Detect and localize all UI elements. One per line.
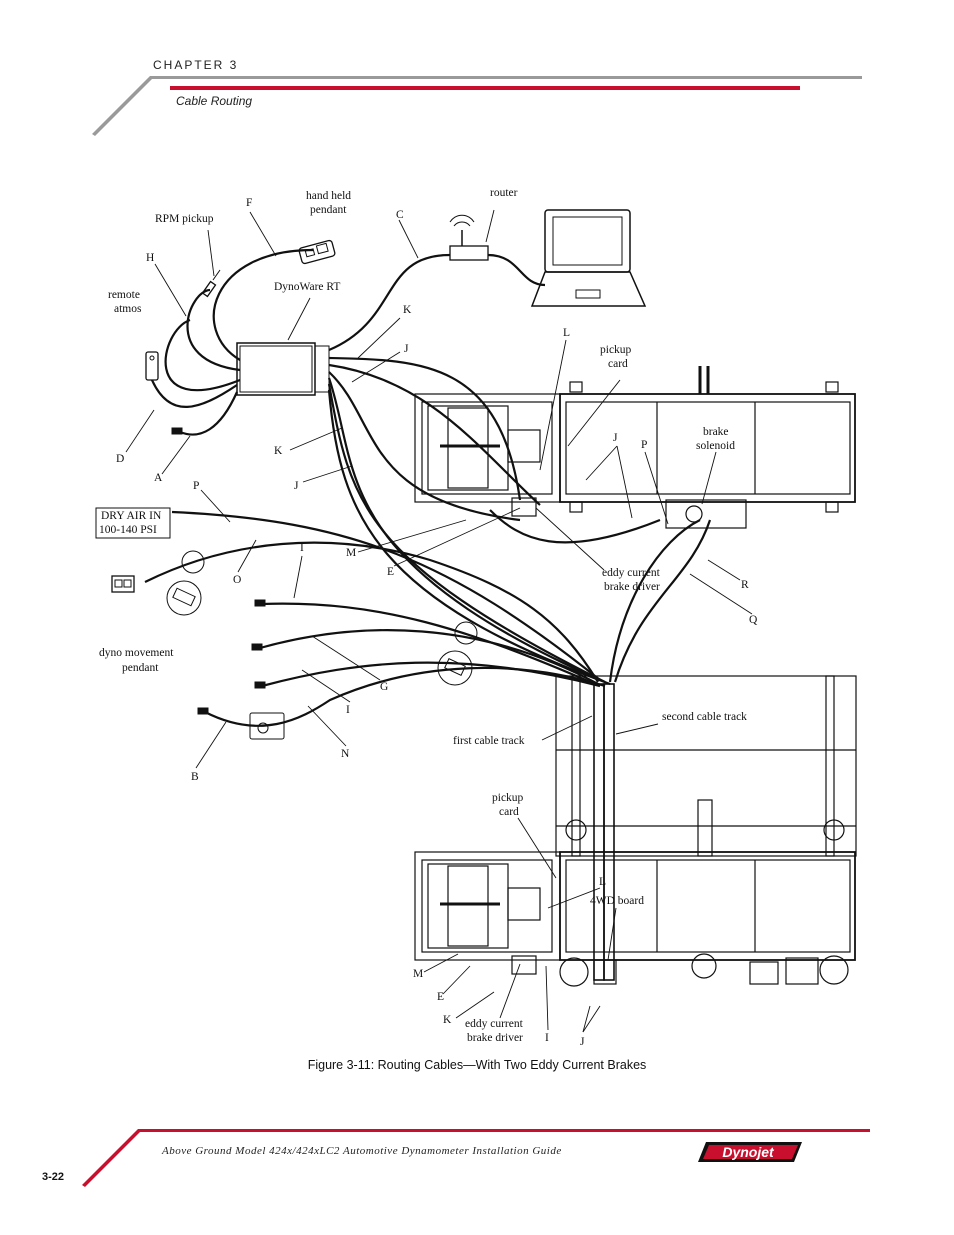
label-B: B <box>191 771 199 783</box>
label-pickup-card-2a: pickup <box>492 792 524 804</box>
label-eddy-1b: brake driver <box>604 581 660 593</box>
dynoware-rt-box <box>236 342 330 396</box>
router-icon <box>449 214 489 261</box>
label-eddy-2a: eddy current <box>465 1018 524 1030</box>
label-G: G <box>380 681 388 693</box>
label-I1: I <box>300 542 304 554</box>
lower-dyno-frame <box>414 851 856 987</box>
label-K1: K <box>403 304 412 316</box>
label-J2: J <box>294 480 299 492</box>
label-hand-held: hand held <box>306 190 351 202</box>
label-M2: M <box>413 968 423 980</box>
laptop-icon <box>530 209 647 307</box>
label-E1: E <box>387 566 394 578</box>
label-pendant: pendant <box>310 204 347 216</box>
section-heading: Cable Routing <box>176 94 253 108</box>
figure-caption: Figure 3-11: Routing Cables—With Two Edd… <box>307 1058 647 1072</box>
rpm-pickup-icon <box>201 269 221 298</box>
label-O: O <box>233 574 241 586</box>
label-E2: E <box>437 991 444 1003</box>
leader-lines <box>125 209 753 1033</box>
label-rpm-pickup: RPM pickup <box>155 213 214 225</box>
label-first-cable-track: first cable track <box>453 735 525 747</box>
label-psi: 100-140 PSI <box>99 524 157 536</box>
label-P1: P <box>641 439 647 451</box>
logo-text: Dynojet <box>722 1144 775 1160</box>
label-F: F <box>246 197 252 209</box>
label-dyno-pendant: pendant <box>122 662 159 674</box>
diagram-labels: RPM pickup F hand held pendant C router … <box>99 187 758 1048</box>
label-atmos: atmos <box>114 303 142 315</box>
label-M1: M <box>346 547 356 559</box>
label-pickup-card-1b: card <box>608 358 628 370</box>
label-J4: J <box>580 1036 585 1048</box>
upper-dyno-frame <box>414 366 856 529</box>
label-R: R <box>741 579 749 591</box>
label-brake: brake <box>703 426 729 438</box>
label-L2: L <box>599 876 606 888</box>
label-I2: I <box>346 704 350 716</box>
label-4wd-board: 4WD board <box>590 895 644 907</box>
label-L1: L <box>563 327 570 339</box>
label-eddy-1a: eddy current <box>602 567 661 579</box>
page-number: 3-22 <box>42 1171 65 1183</box>
label-solenoid: solenoid <box>696 440 735 452</box>
remote-atmos-icon <box>145 351 159 381</box>
connector-detail-icon <box>166 550 478 740</box>
label-dynoware: DynoWare RT <box>274 281 340 293</box>
dynojet-logo: Dynojet <box>698 1142 802 1162</box>
cable-connectors <box>171 427 266 715</box>
label-pickup-card-2b: card <box>499 806 519 818</box>
label-dyno-movement: dyno movement <box>99 647 174 659</box>
hand-held-pendant-icon <box>298 239 336 265</box>
label-D: D <box>116 453 124 465</box>
label-dry-air: DRY AIR IN <box>101 510 162 522</box>
label-router: router <box>490 187 518 199</box>
label-J3: J <box>613 432 618 444</box>
footer-title: Above Ground Model 424x/424xLC2 Automoti… <box>162 1145 562 1157</box>
label-I3: I <box>545 1032 549 1044</box>
dyno-movement-pendant-icon <box>111 575 135 593</box>
label-A: A <box>154 472 163 484</box>
label-P2: P <box>193 480 199 492</box>
cable-tracks <box>555 675 857 981</box>
label-eddy-2b: brake driver <box>467 1032 523 1044</box>
dry-air-box <box>95 507 171 539</box>
label-H: H <box>146 252 154 264</box>
cable-bundle <box>150 248 611 686</box>
label-N: N <box>341 748 350 760</box>
label-J1: J <box>404 343 409 355</box>
label-K2: K <box>274 445 283 457</box>
label-Q: Q <box>749 614 758 626</box>
label-remote: remote <box>108 289 140 301</box>
lower-cables <box>144 509 712 727</box>
label-second-cable-track: second cable track <box>662 711 747 723</box>
label-K3: K <box>443 1014 452 1026</box>
label-pickup-card-1a: pickup <box>600 344 632 356</box>
chapter-heading: CHAPTER 3 <box>153 58 239 72</box>
label-C: C <box>396 209 404 221</box>
